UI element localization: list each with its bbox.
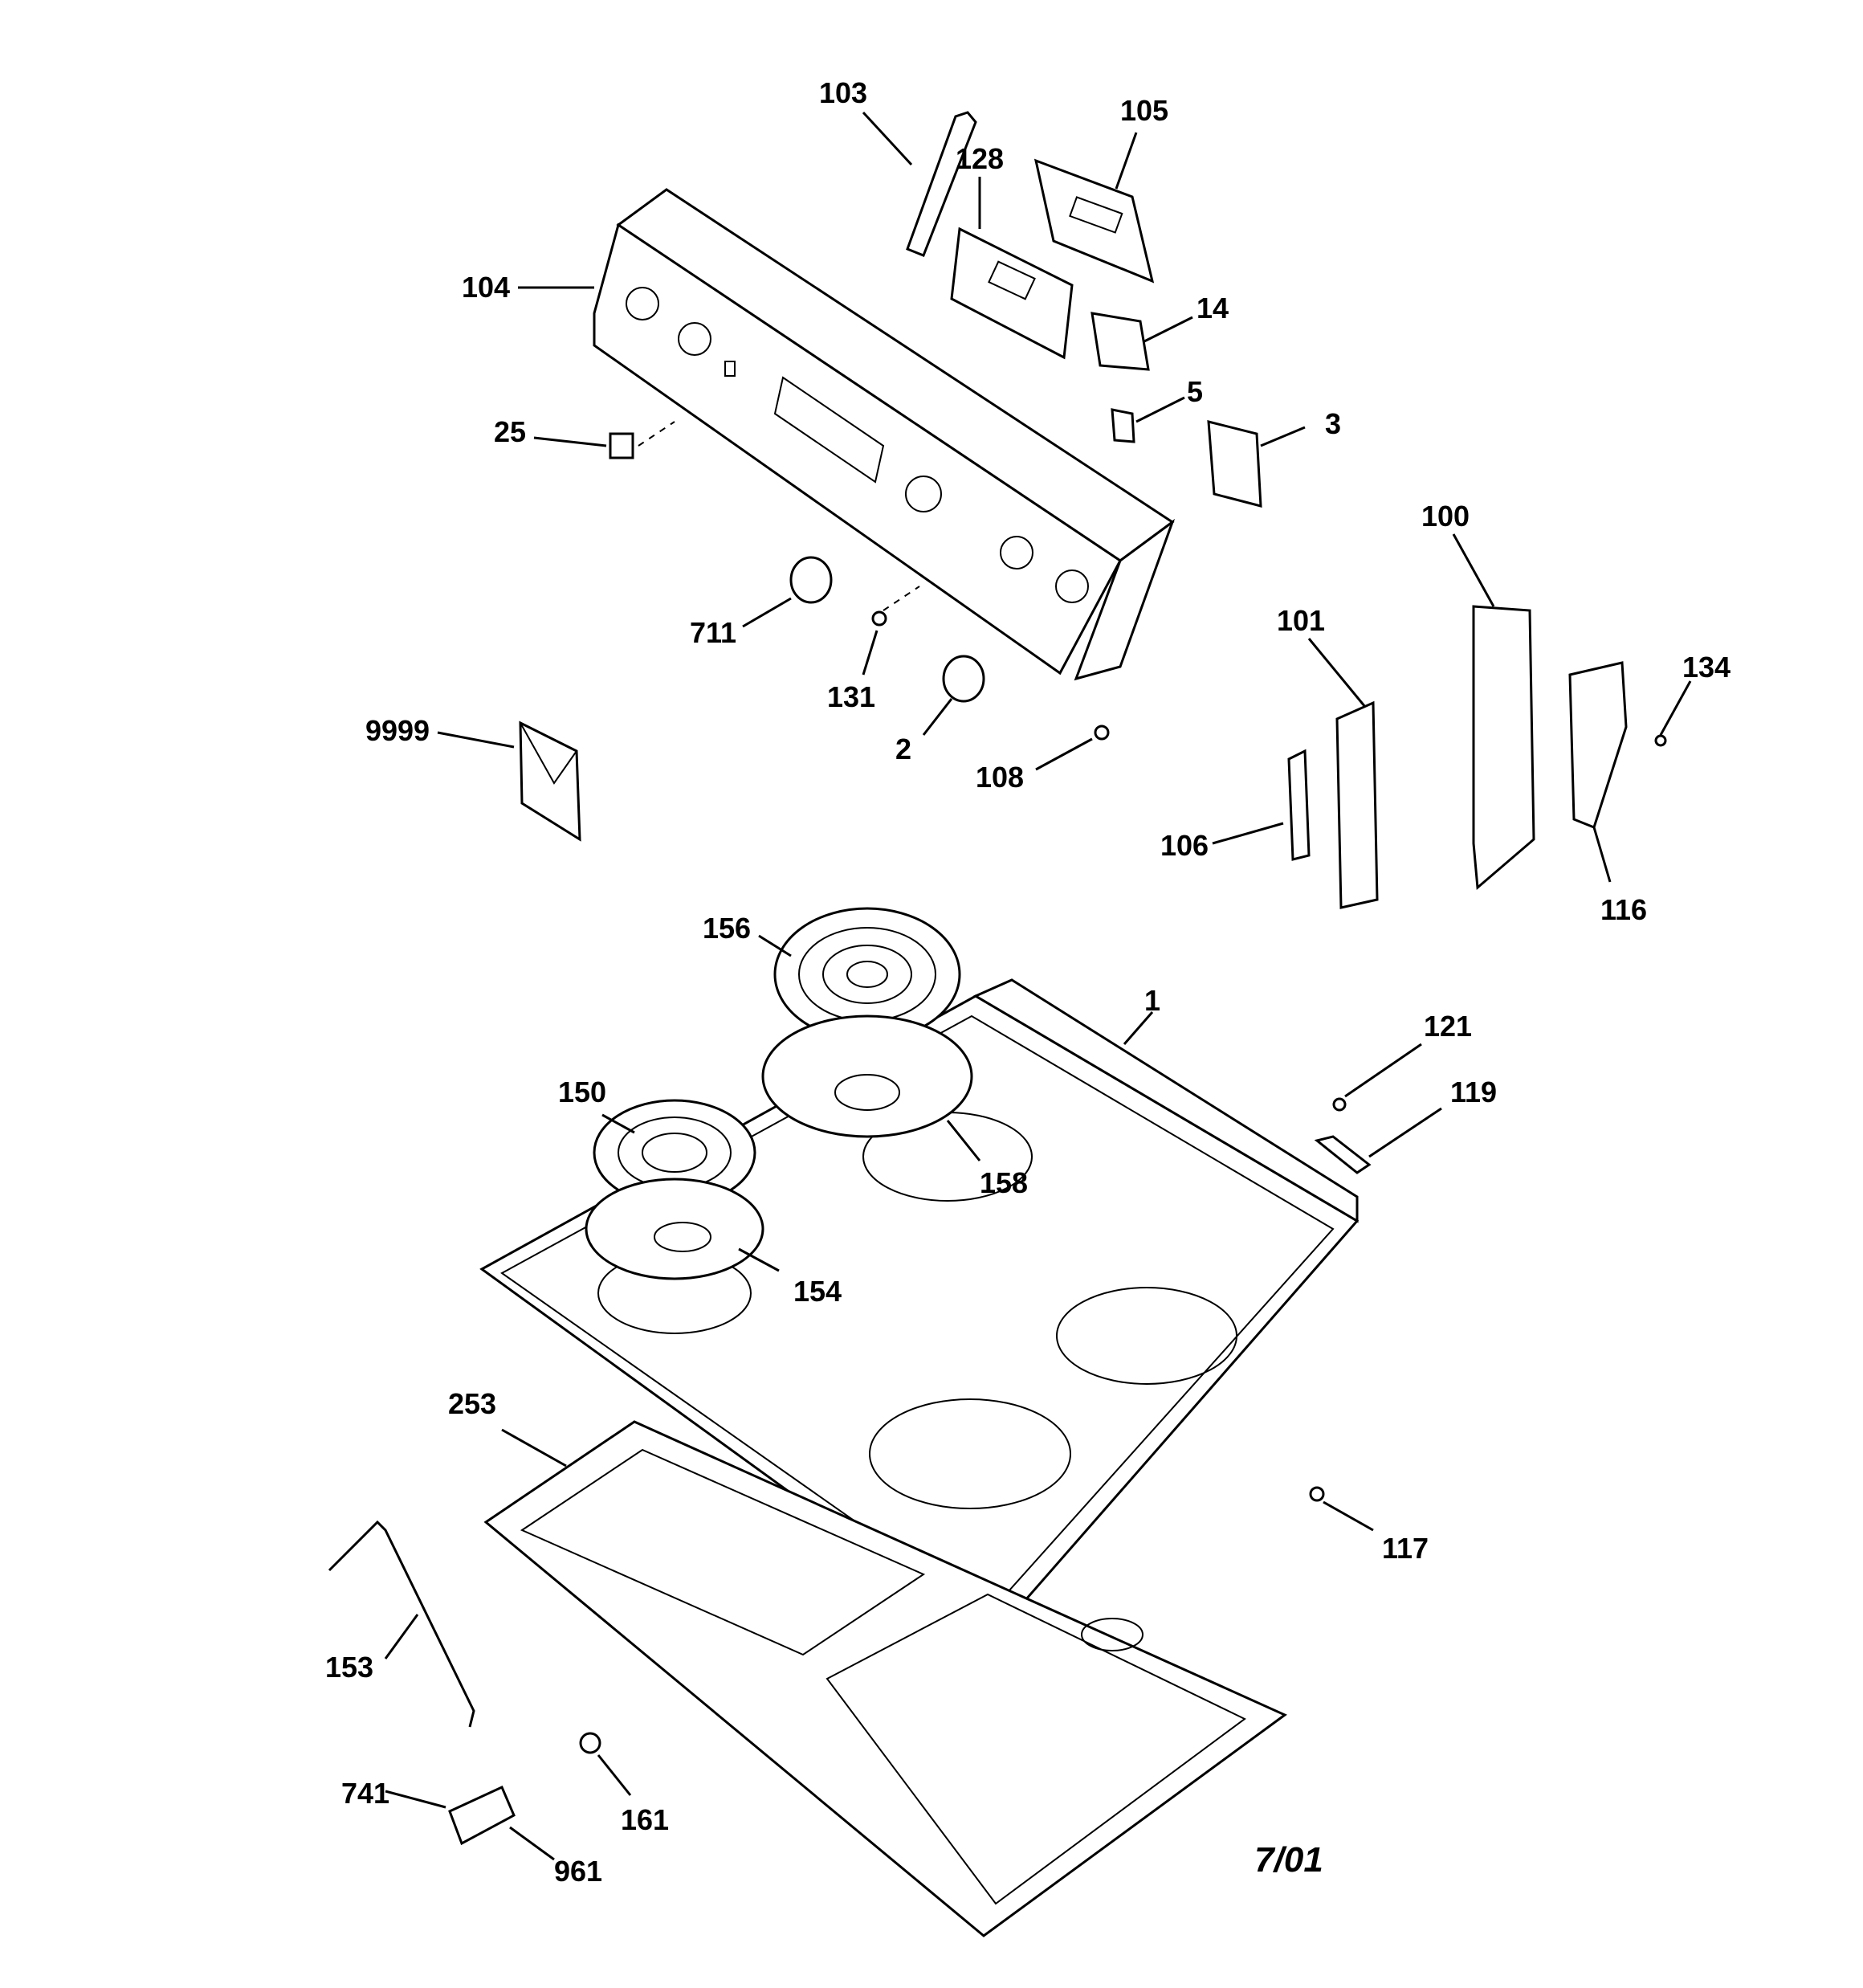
callout-9999: 9999 — [365, 714, 430, 747]
control-knob-2 — [942, 655, 985, 703]
end-cap-100 — [1472, 605, 1535, 891]
callout-161: 161 — [621, 1803, 669, 1836]
infinite-switch — [1207, 420, 1262, 508]
callout-103: 103 — [819, 76, 867, 109]
callout-1: 1 — [1144, 984, 1160, 1017]
receptacle-741 — [448, 1785, 516, 1846]
callout-100: 100 — [1421, 500, 1470, 533]
nut-117 — [1309, 1486, 1325, 1502]
callout-253: 253 — [448, 1387, 496, 1420]
wire-bracket — [328, 1520, 475, 1728]
burner-box — [483, 1420, 1287, 1937]
screw-108 — [1094, 725, 1110, 741]
oven-switch — [1090, 312, 1150, 371]
callout-128: 128 — [956, 142, 1004, 175]
drip-pan-small — [585, 1178, 764, 1280]
electronic-control — [1033, 158, 1155, 284]
drip-pan-large — [761, 1014, 973, 1138]
callout-961: 961 — [554, 1855, 602, 1888]
callout-25: 25 — [494, 415, 526, 448]
callout-labels: 1 2 3 5 14 25 100 101 103 104 105 106 10… — [325, 76, 1731, 1888]
callout-117: 117 — [1382, 1532, 1429, 1565]
callout-741: 741 — [341, 1777, 389, 1810]
clip-161 — [579, 1732, 601, 1754]
callout-108: 108 — [976, 761, 1024, 794]
callout-2: 2 — [895, 733, 911, 765]
knob-insert — [871, 610, 887, 627]
callout-101: 101 — [1277, 604, 1325, 637]
end-cap-116 — [1568, 661, 1628, 829]
callout-14: 14 — [1196, 292, 1229, 325]
callout-121: 121 — [1424, 1010, 1472, 1043]
hinge-bracket-119 — [1314, 1135, 1372, 1174]
callout-153: 153 — [325, 1651, 373, 1684]
callout-5: 5 — [1187, 375, 1203, 408]
callout-116: 116 — [1600, 893, 1647, 926]
callout-105: 105 — [1120, 94, 1168, 127]
callout-154: 154 — [793, 1275, 842, 1308]
callout-711: 711 — [690, 616, 736, 649]
rocker-switch — [609, 432, 634, 459]
callout-106: 106 — [1160, 829, 1209, 862]
callout-131: 131 — [827, 680, 875, 713]
callout-119: 119 — [1450, 1076, 1497, 1108]
screw-134 — [1654, 734, 1667, 747]
callout-134: 134 — [1682, 651, 1731, 684]
bracket-106 — [1287, 749, 1311, 861]
date-mark: 7/01 — [1254, 1840, 1323, 1880]
literature-envelope — [519, 720, 581, 842]
callout-158: 158 — [980, 1166, 1028, 1199]
bracket-101 — [1335, 700, 1379, 909]
leader-lines — [384, 111, 1692, 1861]
control-knob-711 — [789, 556, 833, 604]
screw-121 — [1332, 1097, 1347, 1112]
callout-156: 156 — [703, 912, 751, 945]
control-panel-backguard — [593, 188, 1176, 681]
callout-150: 150 — [558, 1076, 606, 1108]
callout-3: 3 — [1325, 407, 1341, 440]
callout-104: 104 — [462, 271, 510, 304]
panel-bracket — [906, 111, 977, 257]
small-switch — [1111, 408, 1135, 443]
